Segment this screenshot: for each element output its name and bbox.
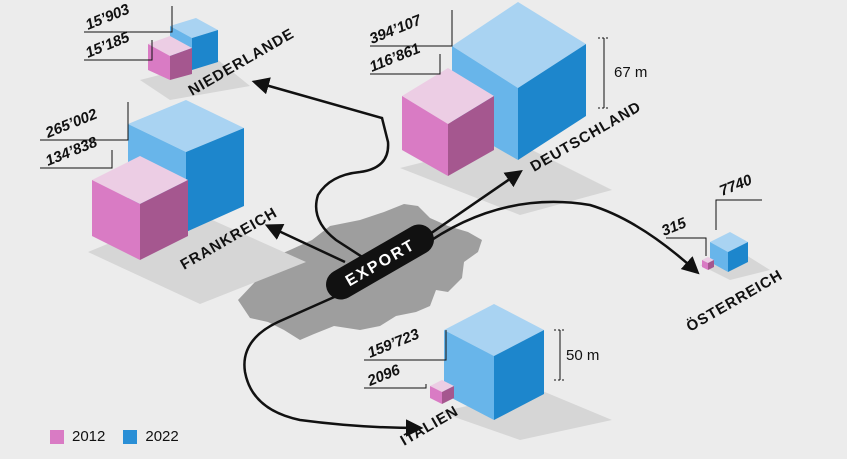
svg-text:50 m: 50 m (566, 347, 599, 364)
cube-italien-2022 (444, 304, 544, 420)
cube-italien-2012 (430, 380, 454, 404)
italien-label: ITALIEN (398, 403, 462, 450)
legend-swatch-2012 (50, 429, 64, 444)
legend: 2012 2022 (50, 428, 189, 445)
legend-item-2022: 2022 (123, 428, 179, 445)
cube-oesterreich-2022 (710, 232, 748, 272)
legend-label-2012: 2012 (72, 428, 106, 445)
legend-label-2022: 2022 (145, 428, 179, 445)
oesterreich-2022-value: 7740 (717, 171, 755, 200)
oesterreich-2012-value: 315 (659, 214, 689, 239)
legend-swatch-2022 (123, 429, 138, 444)
italien-2022-value: 159’723 (365, 325, 422, 361)
export-arrows (243, 77, 700, 437)
cube-frankreich-2012 (92, 156, 188, 260)
italien-height-marker: 50 m (554, 329, 599, 381)
cube-deutschland-2012 (402, 68, 494, 176)
cube-oesterreich-2012 (702, 257, 714, 270)
italien-2012-value: 2096 (364, 361, 403, 390)
deutschland-height-marker: 67 m (598, 37, 647, 109)
cube-niederlande-2012 (148, 36, 192, 80)
niederlande-2012-value: 15’185 (83, 29, 133, 62)
legend-item-2012: 2012 (50, 428, 105, 445)
svg-text:67 m: 67 m (614, 64, 647, 81)
